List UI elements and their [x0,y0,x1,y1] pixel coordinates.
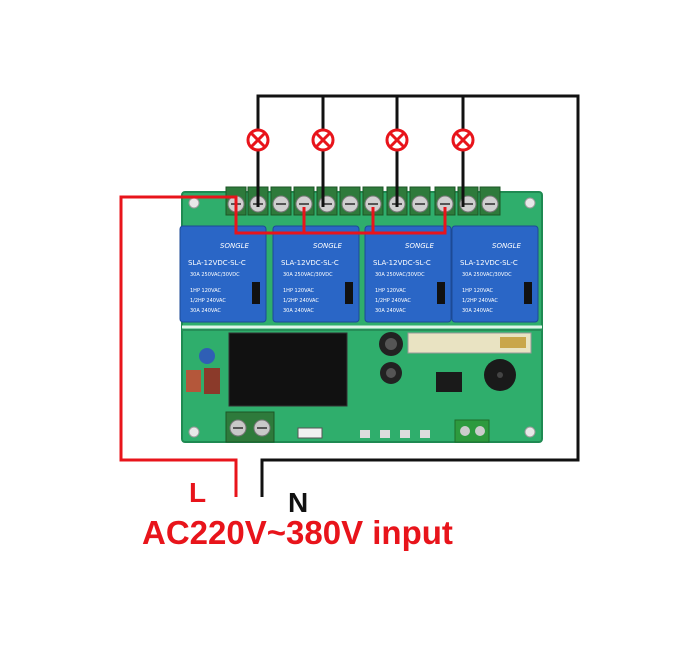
relay-rating: 1/2HP 240VAC [375,298,411,304]
relay-rating: 1HP 120VAC [190,288,222,294]
lamp-group [246,128,475,152]
terminal-screw-icon [479,186,501,216]
relay-rating: 1/2HP 240VAC [283,298,319,304]
relay-rating: 30A 250VAC/30VDC [283,272,333,278]
lamp-icon [451,128,475,152]
relay-model: SLA-12VDC-SL-C [281,259,339,267]
terminal-screw-icon [457,186,479,216]
relay-rating: 1/2HP 240VAC [462,298,498,304]
neutral-wires [256,94,580,497]
relay-rating: 30A 240VAC [283,308,314,314]
relay-icon: SONGLE SLA-12VDC-SL-C 30A 250VAC/30VDC 1HP … [451,225,539,323]
terminal-screw-icon [409,186,431,216]
lamp-icon [385,128,409,152]
relay-model: SLA-12VDC-SL-C [460,259,518,267]
control-section [186,332,532,443]
terminal-screw-icon [339,186,361,216]
terminal-screw-icon [316,186,338,216]
relay-model: SLA-12VDC-SL-C [373,259,431,267]
relay-rating: 1HP 120VAC [462,288,494,294]
relay-brand: SONGLE [405,242,435,250]
green-terminal [454,419,490,443]
fuse [204,368,220,394]
relay-rating: 1HP 120VAC [375,288,407,294]
live-wires [119,195,447,497]
lamp-icon [246,128,270,152]
relay-bank: SONGLE SLA-12VDC-SL-C 30A 250VAC/30VDC 1HP … [179,225,539,323]
relay-rating: 1HP 120VAC [283,288,315,294]
relay-rating: 30A 240VAC [375,308,406,314]
power-module [228,332,348,407]
relay-rating: 30A 240VAC [462,308,493,314]
terminal-screw-icon [270,186,292,216]
relay-rating: 30A 250VAC/30VDC [190,272,240,278]
relay-rating: 1/2HP 240VAC [190,298,226,304]
input-voltage-label: AC220V~380V input [142,514,453,551]
relay-brand: SONGLE [313,242,343,250]
blue-capacitor [199,348,215,364]
varistor [186,370,201,392]
relay-icon: SONGLE SLA-12VDC-SL-C 30A 250VAC/30VDC 1HP … [272,225,360,323]
relay-brand: SONGLE [220,242,250,250]
terminal-screw-icon [434,186,456,216]
relay-brand: SONGLE [492,242,522,250]
relay-model: SLA-12VDC-SL-C [188,259,246,267]
relay-icon: SONGLE SLA-12VDC-SL-C 30A 250VAC/30VDC 1HP … [364,225,452,323]
live-label: L [189,477,207,508]
relay-icon: SONGLE SLA-12VDC-SL-C 30A 250VAC/30VDC 1HP … [179,225,267,323]
relay-rating: 30A 250VAC/30VDC [375,272,425,278]
relay-rating: 30A 240VAC [190,308,221,314]
ic-chip [436,372,462,392]
top-terminal-block [225,186,501,216]
neutral-label: N [288,487,309,518]
lamp-icon [311,128,335,152]
relay-rating: 30A 250VAC/30VDC [462,272,512,278]
